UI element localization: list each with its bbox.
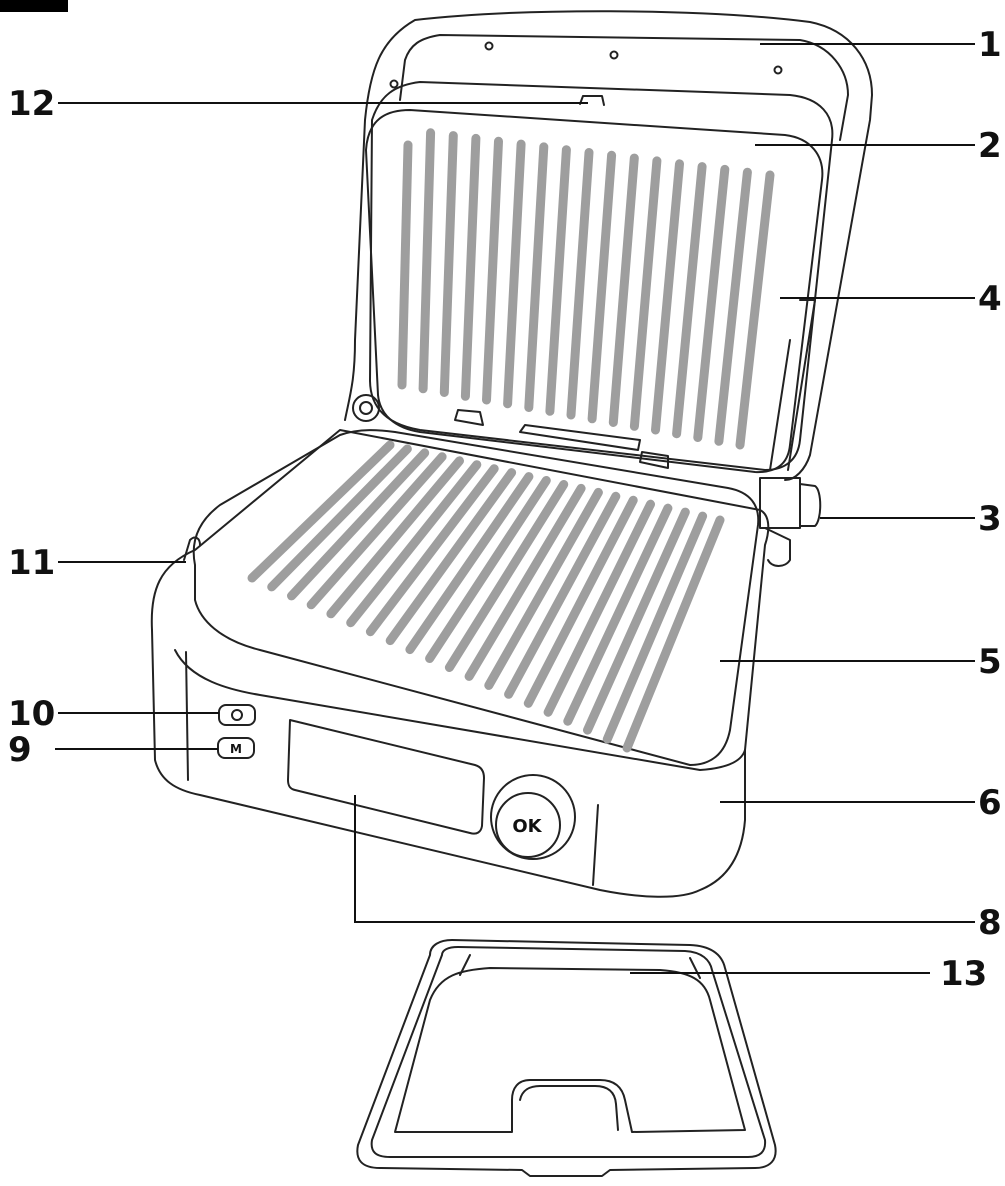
display-window: [287, 719, 485, 835]
mode-button-label: M: [230, 742, 242, 756]
lower-rib: [602, 511, 708, 744]
lower-rib: [543, 499, 655, 717]
right-hinge-rail: [769, 299, 816, 471]
callout-9: 9: [8, 730, 32, 770]
handle-hole: [773, 65, 783, 75]
knob-bracket: [759, 477, 801, 529]
upper-plate-ribs: [397, 128, 775, 450]
thickness-knob: [759, 477, 822, 567]
callout-2: 2: [978, 126, 1002, 166]
handle-hole: [389, 79, 399, 89]
callout-12: 12: [8, 84, 55, 124]
tray-outer: [356, 939, 777, 1177]
side-panel-divider: [185, 651, 189, 781]
lower-rib: [523, 495, 638, 708]
upper-rib: [735, 170, 775, 450]
lower-rib: [583, 507, 690, 735]
left-hinge: [352, 394, 380, 422]
left-side-rail: [183, 536, 201, 561]
base-bevel: [174, 649, 746, 771]
lower-rib: [267, 444, 412, 592]
lower-rib: [247, 440, 395, 583]
corner-tab: [0, 0, 68, 12]
lower-rib: [326, 456, 464, 619]
upper-rib: [545, 145, 571, 416]
lower-rib: [346, 460, 482, 628]
power-button[interactable]: [218, 704, 256, 726]
lower-rib: [385, 468, 517, 646]
callout-10: 10: [8, 694, 55, 734]
front-panel-divider: [592, 804, 599, 886]
callout-8: 8: [978, 903, 1002, 943]
lid-clip: [454, 409, 484, 426]
tray-rim: [370, 946, 767, 1158]
upper-rib: [524, 142, 549, 412]
upper-rib: [482, 136, 503, 405]
lower-rib: [504, 491, 621, 699]
lower-rib: [287, 448, 430, 601]
lower-rib: [365, 464, 499, 637]
upper-rib: [460, 133, 481, 401]
leader-8: [354, 795, 975, 923]
lid-latch-tab: [579, 95, 605, 106]
knob-foot: [764, 527, 791, 567]
lower-rib: [484, 487, 603, 690]
handle-hole: [484, 41, 494, 51]
lower-rib: [444, 480, 569, 672]
callout-numbers: 1 2 3 4 5 6 8 9 10 11 12 13: [8, 25, 1002, 994]
upper-rib: [439, 131, 458, 397]
upper-rib: [566, 148, 594, 420]
tray-inner: [394, 967, 746, 1133]
drip-tray: [356, 939, 777, 1177]
left-hinge-pin: [359, 401, 373, 415]
lid-clip: [639, 451, 669, 469]
callout-3: 3: [978, 499, 1002, 539]
upper-rib: [651, 159, 684, 435]
upper-rib: [693, 164, 730, 442]
upper-rib: [587, 150, 617, 424]
power-ring-icon: [231, 709, 243, 721]
handle-hole: [609, 50, 619, 60]
lower-rib: [622, 515, 725, 753]
upper-rib: [672, 162, 707, 439]
upper-rib: [714, 167, 752, 446]
lower-rib: [563, 503, 673, 726]
knob-cap: [799, 483, 822, 527]
callout-4: 4: [978, 279, 1002, 319]
lid-handle-outline: [344, 10, 873, 481]
callout-leaders: [55, 43, 975, 974]
ok-dial-ring: [490, 774, 576, 860]
lower-rib: [464, 483, 586, 681]
upper-rib: [397, 140, 413, 390]
tray-front-notch: [519, 1085, 619, 1131]
base-housing-front: [151, 629, 746, 898]
upper-lid: [344, 10, 873, 481]
lower-rib: [425, 476, 551, 663]
upper-rib: [503, 139, 526, 409]
tray-back-lip: [459, 954, 701, 979]
upper-rib: [629, 156, 662, 431]
lower-rib: [405, 472, 534, 655]
upper-rib: [418, 128, 436, 394]
base-housing-top: [150, 429, 770, 751]
callout-5: 5: [978, 642, 1002, 682]
callout-11: 11: [8, 543, 55, 583]
lid-handle-inner: [399, 34, 849, 141]
upper-grill-plate: [365, 109, 824, 474]
lower-rib: [306, 452, 447, 610]
upper-rib: [608, 153, 639, 427]
ok-button-label: OK: [512, 816, 542, 837]
ok-button[interactable]: [495, 792, 561, 858]
base-unit: M OK: [150, 429, 770, 898]
callout-1: 1: [978, 25, 1002, 65]
lower-grill-plate: [192, 429, 760, 766]
callout-13: 13: [940, 954, 987, 994]
lower-plate-ribs: [247, 440, 725, 753]
callout-6: 6: [978, 783, 1002, 823]
lid-clip-bar: [519, 424, 641, 451]
